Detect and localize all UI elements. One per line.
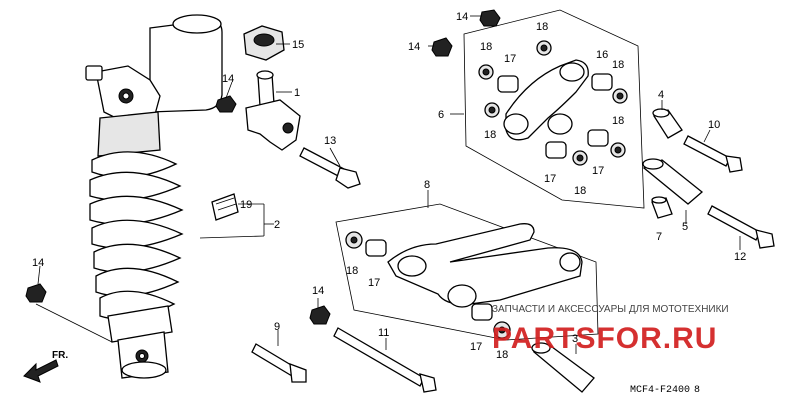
part-6-shock-arm-assembly [463, 9, 645, 209]
shock-spring [89, 151, 184, 320]
part-13-bolt [299, 147, 361, 189]
callout-3: 3 [572, 333, 578, 345]
part-3-collar [531, 342, 595, 393]
callout-18: 18 [496, 349, 508, 361]
callout-4: 4 [658, 89, 664, 101]
callout-18: 18 [484, 129, 496, 141]
callout-6: 6 [438, 109, 444, 121]
direction-label: FR. [52, 350, 68, 361]
callout-14: 14 [408, 41, 420, 53]
leader-lines [35, 15, 741, 354]
part-4-collar [652, 108, 683, 139]
callout-14: 14 [222, 73, 234, 85]
callout-18: 18 [480, 41, 492, 53]
callout-17: 17 [544, 173, 556, 185]
part-5-collar [642, 158, 704, 205]
callout-9: 9 [274, 321, 280, 333]
rear-shock-absorber [85, 14, 223, 379]
part-19-label-plate [211, 193, 239, 221]
callout-18: 18 [346, 265, 358, 277]
part-7-collar [651, 196, 673, 219]
part-9-bolt [251, 343, 307, 383]
callout-5: 5 [682, 221, 688, 233]
callout-numbers: 1 2 3 4 5 6 7 8 9 10 11 12 13 15 16 19 1… [32, 11, 746, 361]
part-1-upper-mount-bracket [245, 70, 301, 151]
callout-16: 16 [596, 49, 608, 61]
watermark-logo: PARTSFOR.RU [492, 322, 717, 355]
callout-15: 15 [292, 39, 304, 51]
callout-19: 19 [240, 199, 252, 211]
callout-18: 18 [574, 185, 586, 197]
callout-18: 18 [612, 115, 624, 127]
callout-14: 14 [32, 257, 44, 269]
watermark: ЗАПЧАСТИ И АКСЕССУАРЫ ДЛЯ МОТОТЕХНИКИ PA… [492, 304, 729, 355]
callout-14: 14 [312, 285, 324, 297]
part-12-bolt [707, 205, 775, 249]
part-11-long-bolt [333, 327, 437, 393]
watermark-caption: ЗАПЧАСТИ И АКСЕССУАРЫ ДЛЯ МОТОТЕХНИКИ [492, 304, 729, 315]
callout-10: 10 [708, 119, 720, 131]
callout-17: 17 [504, 53, 516, 65]
callout-17: 17 [592, 165, 604, 177]
callout-18: 18 [536, 21, 548, 33]
callout-7: 7 [656, 231, 662, 243]
callout-12: 12 [734, 251, 746, 263]
part-8-shock-link-assembly [335, 203, 599, 341]
callout-11: 11 [378, 327, 389, 339]
callout-2: 2 [274, 219, 280, 231]
callout-18: 18 [612, 59, 624, 71]
part-10-bolt [683, 135, 743, 173]
callout-17: 17 [470, 341, 482, 353]
callout-17: 17 [368, 277, 380, 289]
part-15-self-locking-nut [243, 25, 285, 61]
front-direction-arrow: FR. [23, 350, 68, 383]
callout-14: 14 [456, 11, 468, 23]
callout-8: 8 [424, 179, 430, 191]
callout-1: 1 [294, 87, 300, 99]
callout-13: 13 [324, 135, 336, 147]
